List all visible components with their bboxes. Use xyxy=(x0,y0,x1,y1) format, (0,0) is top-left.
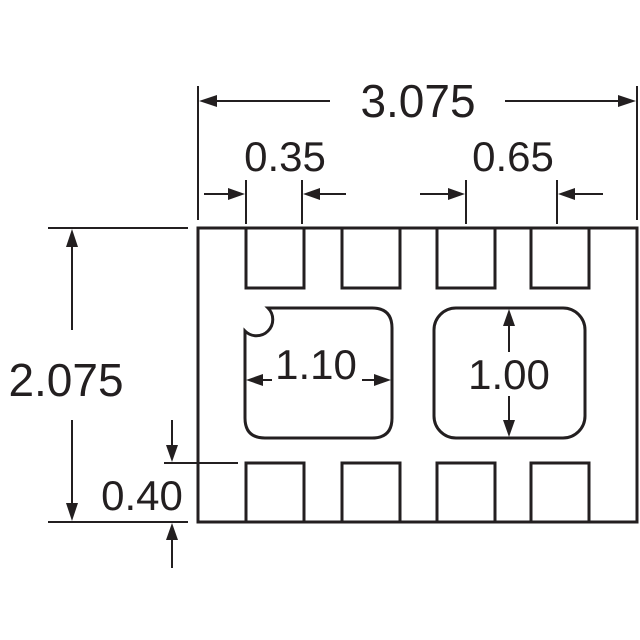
thermal-left-width-label: 1.10 xyxy=(275,341,357,388)
arrowhead-icon xyxy=(448,188,465,200)
pad-bottom-1 xyxy=(244,461,306,524)
arrowhead-icon xyxy=(558,188,575,200)
arrowhead-icon xyxy=(228,188,245,200)
pad-pitch-label: 0.65 xyxy=(472,133,554,180)
pad-top-1 xyxy=(244,226,306,290)
arrowhead-icon xyxy=(303,188,320,200)
arrowhead-icon xyxy=(66,229,78,247)
arrowhead-icon xyxy=(199,95,217,107)
arrowhead-icon xyxy=(374,374,391,386)
arrowhead-icon xyxy=(166,523,178,540)
arrowhead-icon xyxy=(503,309,515,326)
pad-bottom-3 xyxy=(435,461,497,524)
pad-top-2 xyxy=(340,226,402,290)
overall-width-label: 3.075 xyxy=(360,75,475,127)
arrowhead-icon xyxy=(618,95,636,107)
thermal-pad-left xyxy=(243,306,394,440)
bottom-pad-row xyxy=(244,461,591,524)
pad-top-4 xyxy=(529,226,591,290)
pad-bottom-4 xyxy=(529,461,591,524)
arrowhead-icon xyxy=(246,374,263,386)
pad-height-label: 0.40 xyxy=(101,472,183,519)
thermal-pad-right xyxy=(432,306,587,440)
pad-width-label: 0.35 xyxy=(244,133,326,180)
dim-thermal-right-height: 1.00 xyxy=(468,309,550,437)
thermal-right-height-label: 1.00 xyxy=(468,351,550,398)
dim-overall-height: 2.075 xyxy=(8,227,188,523)
pad-top-3 xyxy=(435,226,497,290)
package-outline xyxy=(196,226,639,524)
top-pad-row xyxy=(244,226,591,290)
arrowhead-icon xyxy=(503,420,515,437)
dim-pad-pitch: 0.65 xyxy=(420,133,603,224)
dim-overall-width: 3.075 xyxy=(197,75,638,220)
arrowhead-icon xyxy=(166,445,178,462)
arrowhead-icon xyxy=(66,503,78,521)
dim-pad-height: 0.40 xyxy=(101,420,238,568)
dim-pad-width: 0.35 xyxy=(204,133,346,224)
pad-bottom-2 xyxy=(340,461,402,524)
overall-height-label: 2.075 xyxy=(8,354,123,406)
dim-thermal-left-width: 1.10 xyxy=(246,341,391,388)
